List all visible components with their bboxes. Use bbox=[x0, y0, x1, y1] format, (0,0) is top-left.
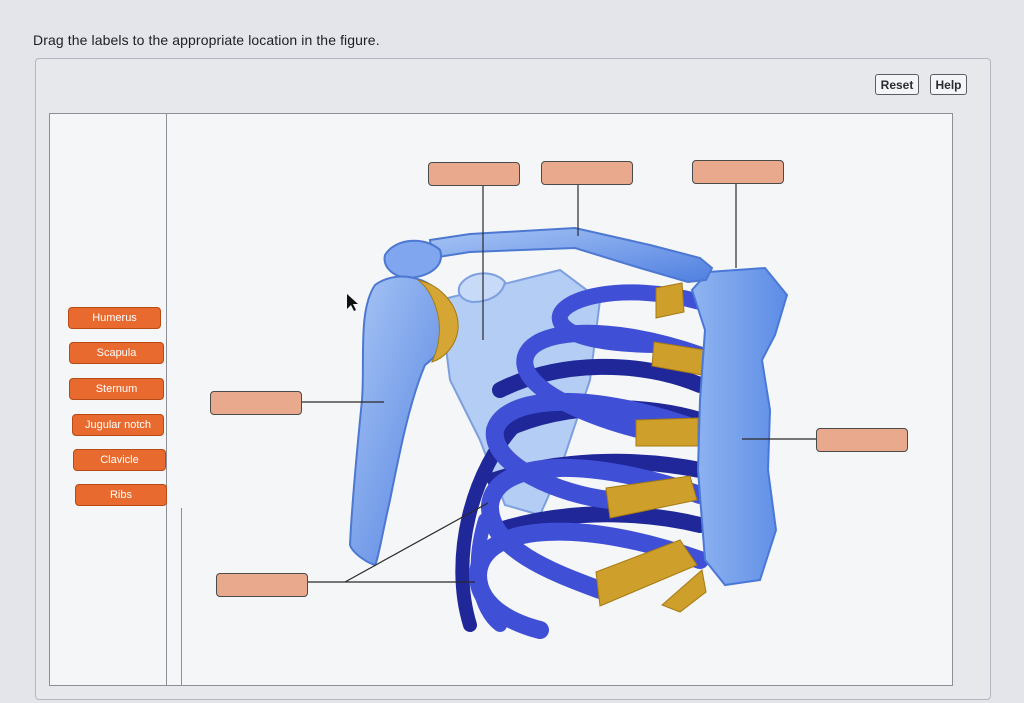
humerus-bone bbox=[348, 275, 450, 567]
drop-target-6[interactable] bbox=[216, 573, 308, 597]
mouse-cursor-icon bbox=[347, 294, 358, 311]
label-column-lower-border bbox=[181, 508, 182, 686]
help-button[interactable]: Help bbox=[930, 74, 967, 95]
label-column bbox=[49, 113, 167, 686]
label-clavicle[interactable]: Clavicle bbox=[73, 449, 166, 471]
drop-target-2[interactable] bbox=[541, 161, 633, 185]
label-humerus[interactable]: Humerus bbox=[68, 307, 161, 329]
drop-target-5[interactable] bbox=[816, 428, 908, 452]
label-jugular-notch[interactable]: Jugular notch bbox=[72, 414, 164, 436]
drop-target-4[interactable] bbox=[210, 391, 302, 415]
clavicle-bone bbox=[428, 226, 714, 284]
instruction-text: Drag the labels to the appropriate locat… bbox=[33, 32, 380, 48]
label-sternum[interactable]: Sternum bbox=[69, 378, 164, 400]
drop-target-1[interactable] bbox=[428, 162, 520, 186]
label-ribs[interactable]: Ribs bbox=[75, 484, 167, 506]
sternum-bone bbox=[690, 266, 789, 587]
label-scapula[interactable]: Scapula bbox=[69, 342, 164, 364]
drop-target-3[interactable] bbox=[692, 160, 784, 184]
reset-button[interactable]: Reset bbox=[875, 74, 919, 95]
